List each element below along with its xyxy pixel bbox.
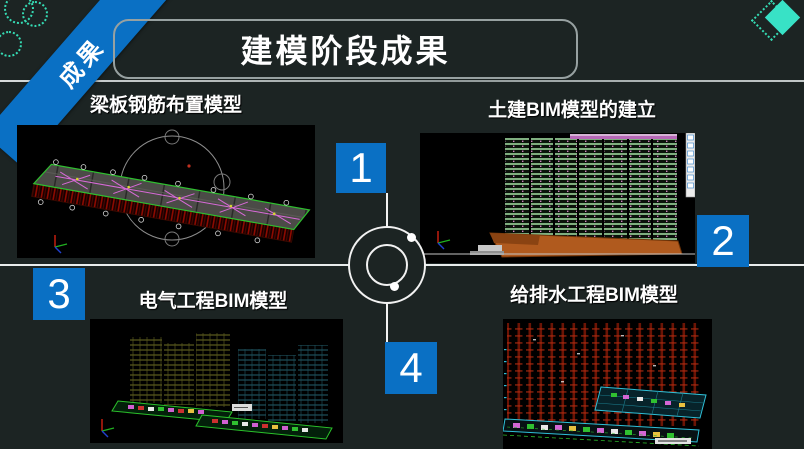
screenshot-electrical-bim-model	[90, 319, 343, 443]
orbit-inner-dot	[390, 282, 399, 291]
dotted-circle-icon	[22, 1, 48, 27]
caption-quadrant-4: 给排水工程BIM模型	[510, 285, 678, 306]
ucs-axis-icon	[54, 235, 68, 254]
page-title: 建模阶段成果	[240, 33, 451, 69]
stage-number-1: 1	[336, 143, 386, 193]
stage-number-4: 4	[385, 342, 437, 394]
stage-number-3-text: 3	[47, 270, 71, 317]
dotted-circle-icon	[0, 31, 22, 57]
title-box: 建模阶段成果	[113, 19, 578, 79]
corner-ribbon-label: 成果	[53, 32, 111, 93]
stage-number-2: 2	[697, 215, 749, 267]
caption-quadrant-3: 电气工程BIM模型	[138, 291, 288, 312]
screenshot-civil-bim-model	[420, 133, 695, 263]
orbit-circles-icon	[348, 226, 426, 304]
caption-quadrant-2: 土建BIM模型的建立	[488, 100, 656, 121]
orbit-inner-circle	[366, 244, 408, 286]
orbit-outer-dot	[407, 233, 416, 242]
screenshot-plumbing-bim-model	[503, 319, 712, 449]
stage-number-2-text: 2	[711, 217, 735, 264]
ucs-axis-icon	[437, 231, 451, 250]
stage-number-4-text: 4	[399, 344, 423, 391]
ucs-axis-icon	[101, 419, 115, 438]
stage-number-1-text: 1	[349, 144, 373, 191]
title-underline	[0, 80, 804, 82]
caption-quadrant-1: 梁板钢筋布置模型	[89, 95, 242, 116]
screenshot-rebar-model	[17, 125, 315, 258]
stage-number-3: 3	[33, 268, 85, 320]
